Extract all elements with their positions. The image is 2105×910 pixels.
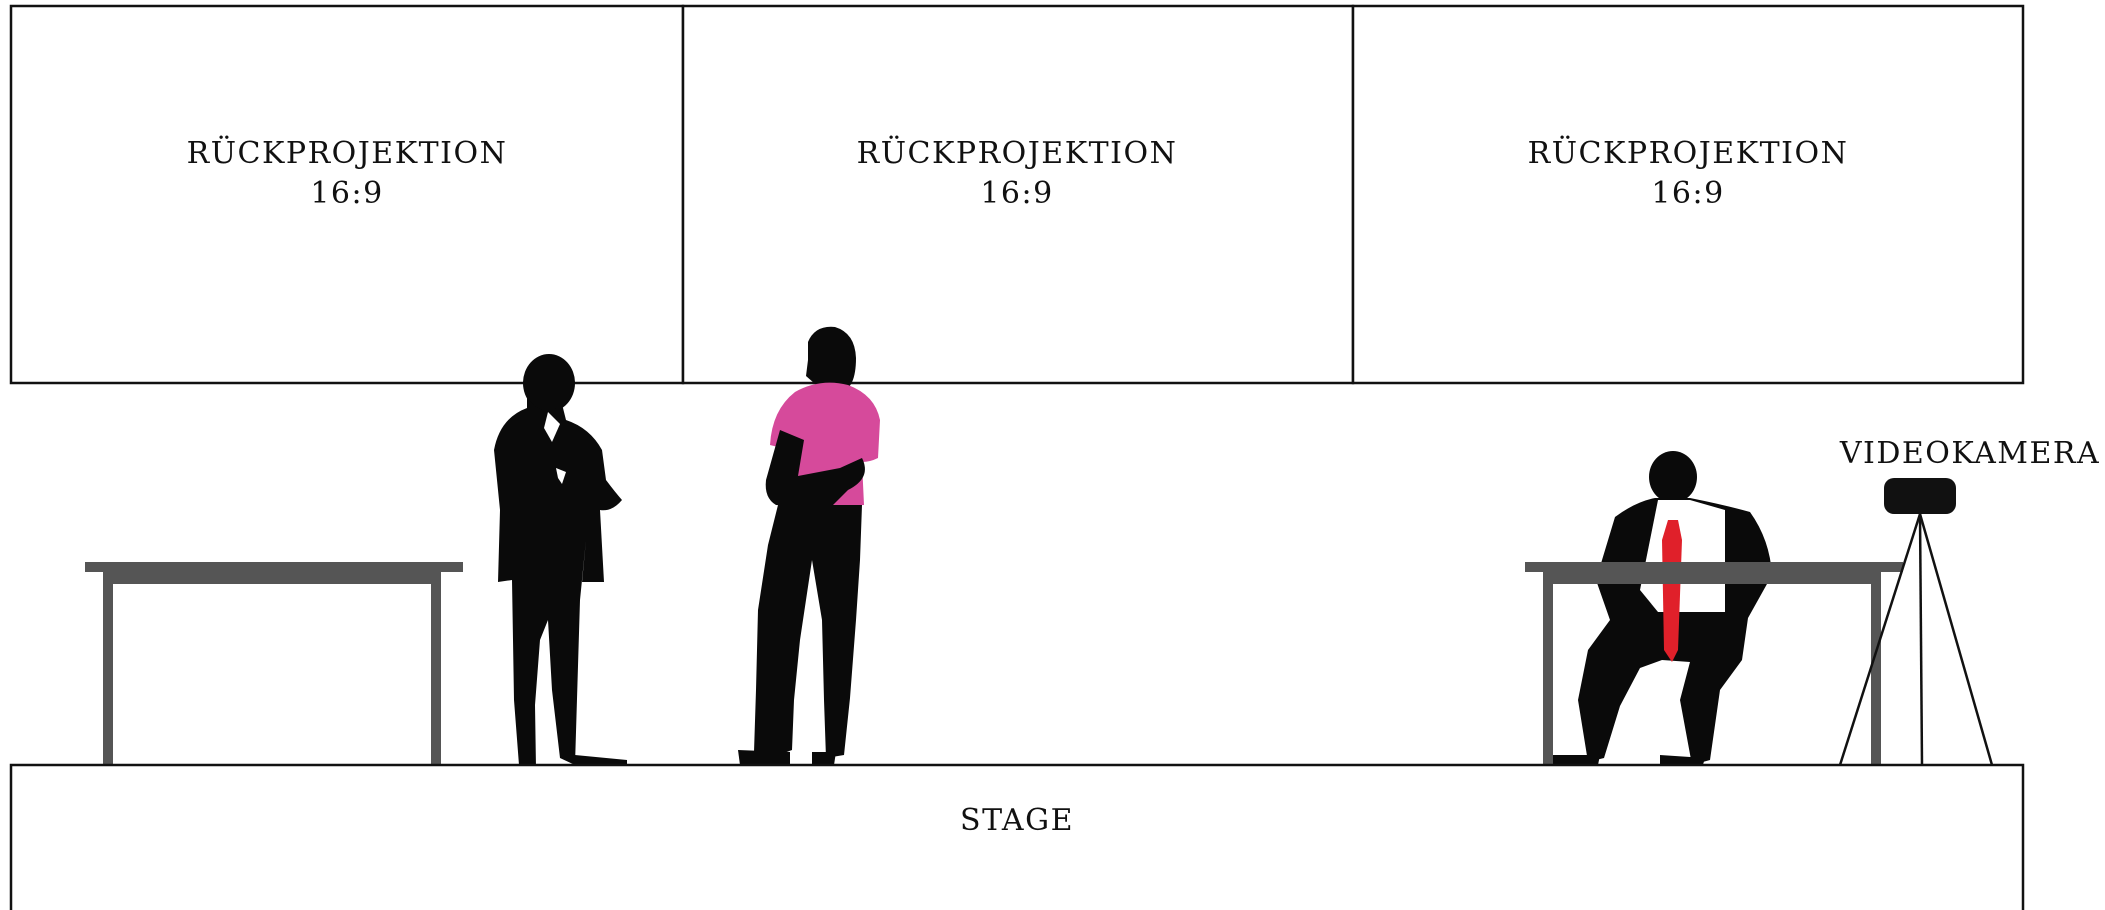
stage-label: STAGE — [960, 803, 1074, 838]
projection-screen-2-label: RÜCKPROJEKTION — [857, 135, 1178, 171]
projection-screen-1-label: RÜCKPROJEKTION — [187, 135, 508, 171]
seated-man-silhouette-icon — [1550, 451, 1772, 768]
stage: STAGE — [9, 763, 2025, 910]
projection-screen-2-ratio: 16:9 — [980, 176, 1053, 211]
projection-screen-3-ratio: 16:9 — [1651, 176, 1724, 211]
right-table-icon — [1525, 562, 1903, 765]
standing-woman-silhouette-icon — [738, 326, 880, 765]
projection-screen-1: RÜCKPROJEKTION 16:9 — [9, 4, 685, 385]
standing-man-silhouette-icon — [494, 354, 627, 780]
projection-screen-3-label: RÜCKPROJEKTION — [1528, 135, 1849, 171]
projection-screen-3: RÜCKPROJEKTION 16:9 — [1351, 4, 2025, 385]
videocamera-tripod-icon — [1838, 478, 1994, 766]
projection-screen-2: RÜCKPROJEKTION 16:9 — [681, 4, 1355, 385]
left-table-icon — [85, 562, 463, 765]
videocamera-label: VIDEOKAMERA — [1839, 436, 2100, 471]
projection-screen-1-ratio: 16:9 — [310, 176, 383, 211]
